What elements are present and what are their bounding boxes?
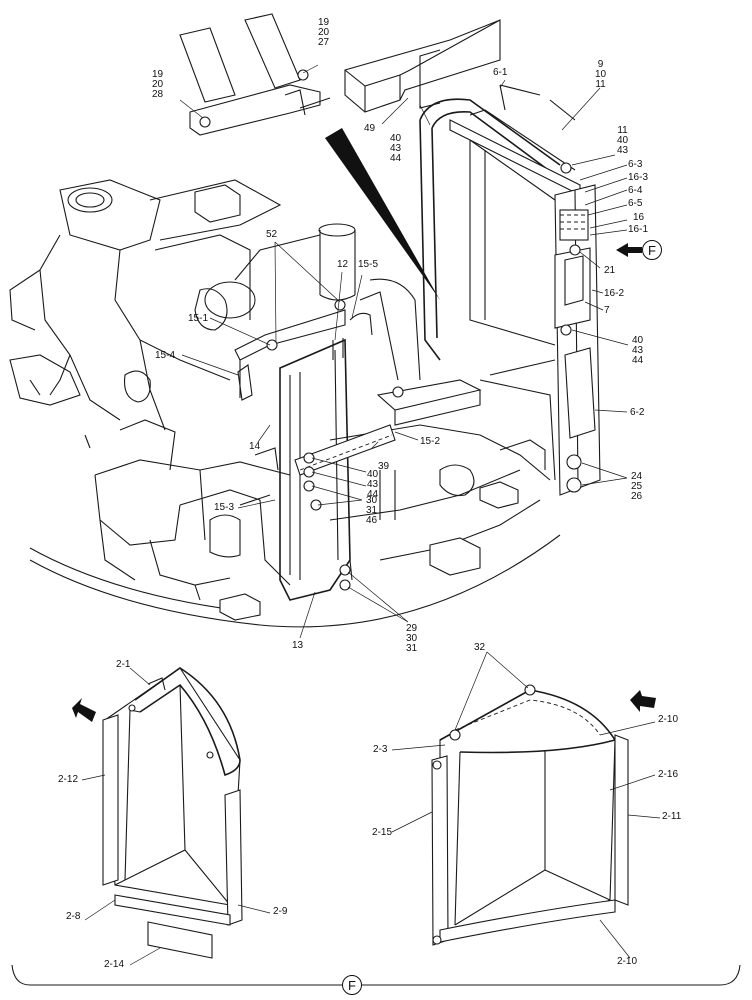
callout-2-10-top: 2-10 [658, 714, 679, 725]
callout-2-10-bottom: 2-10 [617, 956, 638, 967]
callout-16-1: 16-1 [628, 224, 649, 235]
callout-12: 12 [337, 259, 349, 270]
direction-arrow-left-icon [72, 698, 96, 722]
callout-16: 16 [633, 212, 645, 223]
callout-stack-9: 9 10 11 [595, 60, 606, 90]
view-marker-f-bottom: F [342, 975, 362, 995]
callout-stack-24: 24 25 26 [631, 472, 642, 502]
callout-20: 20 [318, 27, 330, 38]
callout-27: 27 [318, 37, 330, 48]
callout-52: 52 [266, 229, 278, 240]
top-bracket [179, 13, 331, 136]
callout-2-8: 2-8 [66, 911, 81, 922]
callout-29: 29 [406, 623, 418, 634]
callout-44: 44 [367, 489, 379, 500]
callout-44: 44 [632, 355, 644, 366]
callout-19: 19 [318, 17, 330, 28]
callout-31: 31 [366, 505, 378, 516]
callout-25: 25 [631, 481, 643, 492]
callout-39: 39 [378, 461, 390, 472]
callout-stack-40-top: 40 43 44 [390, 134, 401, 164]
callout-40: 40 [390, 133, 402, 144]
callout-15-5: 15-5 [358, 259, 379, 270]
callout-7: 7 [604, 305, 610, 316]
callout-15-2: 15-2 [420, 436, 441, 447]
assembly-direction-arrow [325, 128, 440, 300]
callout-2-12: 2-12 [58, 774, 79, 785]
callout-16-2: 16-2 [604, 288, 625, 299]
callout-stack-40-right: 40 43 44 [632, 336, 643, 366]
callout-28: 28 [152, 89, 164, 100]
callout-6-2: 6-2 [630, 407, 645, 418]
callout-32: 32 [474, 642, 486, 653]
callout-2-1: 2-1 [116, 659, 131, 670]
left-support-frame [234, 299, 396, 601]
callout-44: 44 [390, 153, 402, 164]
view-f-bracket [11, 964, 741, 986]
callout-15-1: 15-1 [188, 313, 209, 324]
view-marker-f-upper: F [642, 240, 662, 260]
callout-30: 30 [366, 495, 378, 506]
direction-arrow-right-icon [630, 690, 656, 712]
callout-40: 40 [367, 469, 379, 480]
callout-30: 30 [406, 633, 418, 644]
callout-43: 43 [632, 345, 644, 356]
shroud-right [431, 684, 629, 946]
callout-stack-30: 30 31 46 [366, 496, 377, 526]
callout-stack-40-mid: 40 43 44 [367, 470, 378, 500]
callout-6-5: 6-5 [628, 198, 643, 209]
callout-31: 31 [406, 643, 418, 654]
callout-6-4: 6-4 [628, 185, 643, 196]
callout-49: 49 [364, 123, 376, 134]
callout-stack-top-bracket-a: 19 20 27 [318, 18, 329, 48]
shroud-left [102, 667, 243, 959]
callout-6-3: 6-3 [628, 159, 643, 170]
revolving-frame [9, 179, 561, 628]
callout-43: 43 [617, 145, 629, 156]
callout-2-3: 2-3 [373, 744, 388, 755]
leader-lines-upper [179, 64, 629, 639]
callout-13: 13 [292, 640, 304, 651]
callout-2-15: 2-15 [372, 827, 393, 838]
callout-15-4: 15-4 [155, 350, 176, 361]
callout-10: 10 [595, 69, 607, 80]
callout-21: 21 [604, 265, 616, 276]
callout-43: 43 [390, 143, 402, 154]
callout-40: 40 [617, 135, 629, 146]
callout-2-11: 2-11 [662, 811, 682, 822]
callout-2-16: 2-16 [658, 769, 679, 780]
callout-2-9: 2-9 [273, 906, 288, 917]
leader-lines-lower [81, 651, 661, 966]
callout-9: 9 [597, 59, 604, 70]
callout-24: 24 [631, 471, 643, 482]
callout-15-3: 15-3 [214, 502, 235, 513]
callout-40: 40 [632, 335, 644, 346]
callout-16-3: 16-3 [628, 172, 649, 183]
callout-2-14: 2-14 [104, 959, 125, 970]
callout-14: 14 [249, 441, 261, 452]
callout-11: 11 [617, 125, 628, 136]
callout-20: 20 [152, 79, 164, 90]
callout-stack-29: 29 30 31 [406, 624, 417, 654]
callout-stack-top-bracket-b: 19 20 28 [152, 70, 163, 100]
air-duct-box [344, 19, 501, 113]
view-arrow-icon [616, 243, 642, 257]
callout-26: 26 [631, 491, 643, 502]
radiator-frame [359, 84, 601, 496]
callout-6-1: 6-1 [493, 67, 508, 78]
callout-43: 43 [367, 479, 379, 490]
callout-19: 19 [152, 69, 164, 80]
callout-stack-11: 11 40 43 [617, 126, 628, 156]
callout-46: 46 [366, 515, 378, 526]
callout-11: 11 [595, 79, 606, 90]
